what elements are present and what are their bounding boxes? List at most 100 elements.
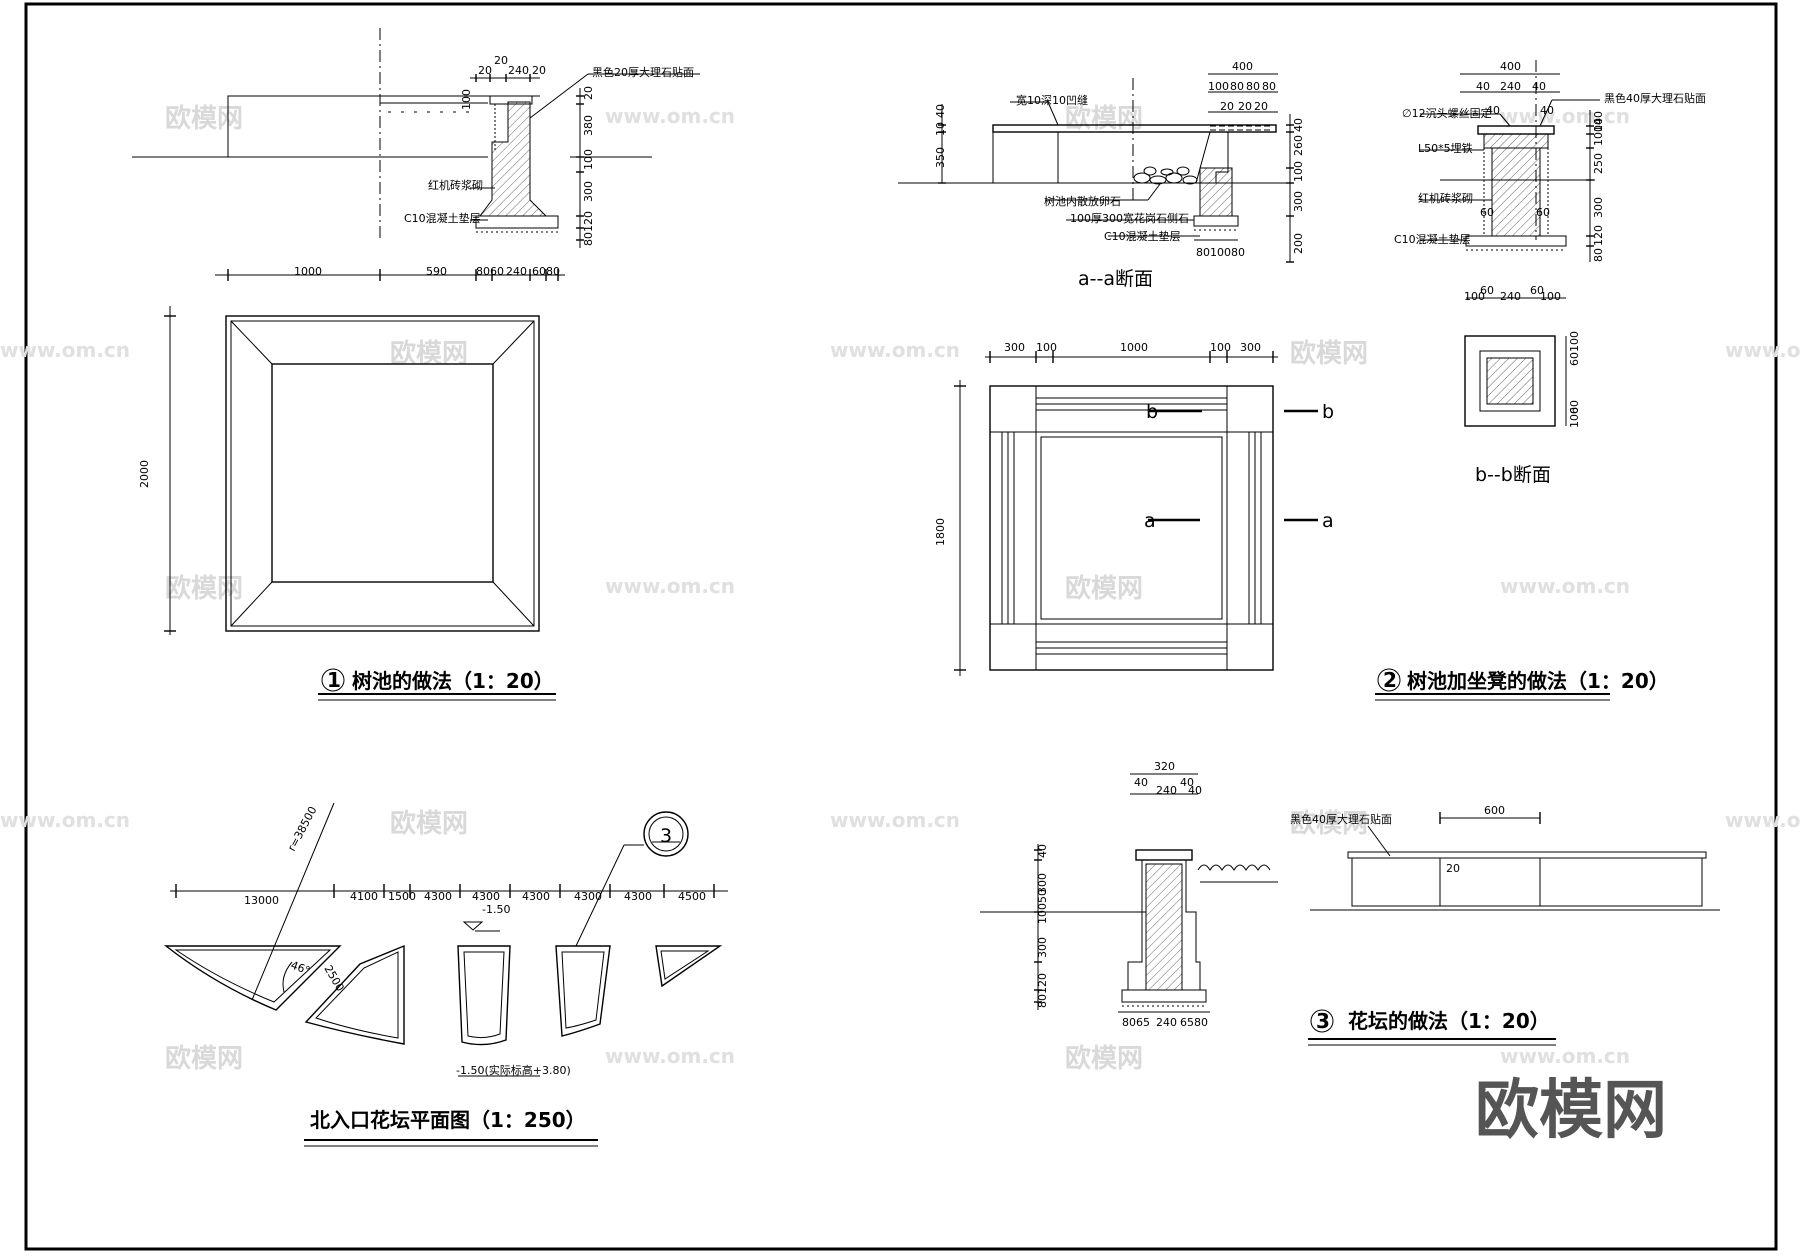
dim-label: 4300 [424, 890, 452, 903]
dim-label: 100 [1210, 341, 1231, 354]
dim-label: 300 [1592, 197, 1605, 218]
dim-label: 80 [582, 232, 595, 246]
dim-label: 10040 [1592, 111, 1605, 146]
detail-2-plan [954, 351, 1610, 701]
dim-label: 200 [1292, 233, 1305, 254]
dim-label: 40 [1134, 776, 1148, 789]
dim-label: 100 [1464, 290, 1485, 303]
note-brick: 红机砖浆砌 [428, 178, 483, 192]
dim-label: 4100 [350, 890, 378, 903]
note-groove: 宽10深10凹缝 [1016, 93, 1088, 107]
dim-label: 80 [1592, 248, 1605, 262]
dim-label: 100 [1036, 341, 1057, 354]
watermark: 欧模网 [1065, 1043, 1143, 1074]
detail-callout: 3 [660, 825, 672, 847]
dim-label: 20 [478, 64, 492, 77]
dim-label: 8065 [1122, 1016, 1150, 1029]
north-entrance-plan [163, 802, 728, 1147]
note-concrete: C10混凝土垫层 [404, 211, 481, 225]
dim-label: 4300 [522, 890, 550, 903]
dim-label: 10 [1592, 118, 1605, 132]
radius-label: r=38500 [285, 804, 319, 853]
note-concrete: C10混凝土垫层 [1394, 232, 1471, 246]
detail-title: 树池加坐凳的做法（1：20） [1407, 669, 1669, 693]
detail-title: 花坛的做法（1：20） [1348, 1009, 1550, 1033]
dim-label: 120 [1036, 973, 1049, 994]
dim-label: 1000 [1120, 341, 1148, 354]
section-title-bb: b--b断面 [1475, 464, 1551, 486]
watermark: www.om.cn [0, 808, 130, 832]
note-concrete: C10混凝土垫层 [1104, 229, 1181, 243]
dim-label: 590 [426, 265, 447, 278]
dim-label: 20 [1220, 100, 1234, 113]
detail-2-text: a--a断面 b--b断面 宽10深10凹缝 树池内散放卵石 100厚300宽花… [934, 60, 1706, 693]
watermark: 欧模网 [1290, 808, 1368, 839]
note-marble: 黑色40厚大理石贴面 [1604, 91, 1706, 105]
dim-label: 100 [1568, 331, 1581, 352]
detail-3-flower-bed [980, 773, 1720, 1046]
note-marble: 黑色20厚大理石贴面 [592, 65, 694, 79]
dim-label: 1500 [388, 890, 416, 903]
note-curb: 100厚300宽花岗石侧石 [1070, 211, 1189, 225]
dim-label: 8010080 [1196, 246, 1245, 259]
dim-label: 40 [1188, 784, 1202, 797]
dim-label: 10050 [1036, 889, 1049, 924]
dim-label: 80 [1036, 994, 1049, 1008]
dim-label: 300 [1036, 873, 1049, 894]
dim-label: 10 [934, 122, 947, 136]
watermark: www.om.cn [830, 338, 960, 362]
dim-label: 40 [1180, 776, 1194, 789]
angle-label: 46° [289, 959, 312, 978]
dim-label: 100 [1540, 290, 1561, 303]
dim-label: 80 [1246, 80, 1260, 93]
dim-label: 260 [1292, 135, 1305, 156]
dim-label: 300 [1292, 191, 1305, 212]
dim-label: 8060 [476, 265, 504, 278]
dim-label: 60 [1568, 400, 1581, 414]
dim-label: 240 [508, 64, 529, 77]
dim-label: 240 [506, 265, 527, 278]
watermark: 欧模网 [390, 808, 468, 839]
watermark: www.om.cn [1725, 338, 1800, 362]
dim-label: 2500 [321, 963, 346, 994]
watermark-layer: 欧模网 www.om.cn 欧模网 www.om.cn www.om.cn 欧模… [0, 103, 1800, 1074]
watermark: www.om.cn [605, 574, 735, 598]
note-angle: L50*5埋铁 [1418, 142, 1473, 155]
dim-label: 20 [1254, 100, 1268, 113]
detail-3-text: 320 40 240 40 40 40 300 10050 300 120 80… [1036, 760, 1550, 1033]
dim-label: 80 [1262, 80, 1276, 93]
dim-label: 120 [582, 211, 595, 232]
sheet-border [24, 2, 1778, 1251]
dim-label: 300 [1036, 937, 1049, 958]
watermark: www.om.cn [1500, 104, 1630, 128]
dim-label: 20 [582, 86, 595, 100]
dim-label: 6580 [1180, 1016, 1208, 1029]
dim-label: 380 [582, 115, 595, 136]
dim-label: 2000 [138, 460, 151, 488]
dim-label: 20 [1238, 100, 1252, 113]
dim-label: 320 [1154, 760, 1175, 773]
dim-label: 250 [1592, 153, 1605, 174]
watermark: www.om.cn [0, 338, 130, 362]
dim-label: 13000 [244, 894, 279, 907]
note-pebbles: 树池内散放卵石 [1044, 194, 1121, 208]
dim-label: 40 [1036, 844, 1049, 858]
dim-label: 40 [1476, 80, 1490, 93]
detail-2-bb-section [1420, 60, 1600, 427]
dim-label: 6080 [532, 265, 560, 278]
dim-label: 400 [1232, 60, 1253, 73]
watermark: 欧模网 [1065, 103, 1143, 134]
dim-label: 350 [934, 147, 947, 168]
dim-label: 60 [1530, 284, 1544, 297]
dim-label: 300 [1004, 341, 1025, 354]
dim-label: 120 [1592, 225, 1605, 246]
watermark: 欧模网 [165, 1043, 243, 1074]
watermark: www.om.cn [1500, 574, 1630, 598]
dim-label: 100 [460, 89, 473, 110]
detail-2-aa-section [898, 73, 1294, 263]
dim-label: 60 [1480, 284, 1494, 297]
dim-label: 4300 [472, 890, 500, 903]
dim-label: 40 [1292, 118, 1305, 132]
note-marble: 黑色40厚大理石贴面 [1290, 812, 1392, 826]
